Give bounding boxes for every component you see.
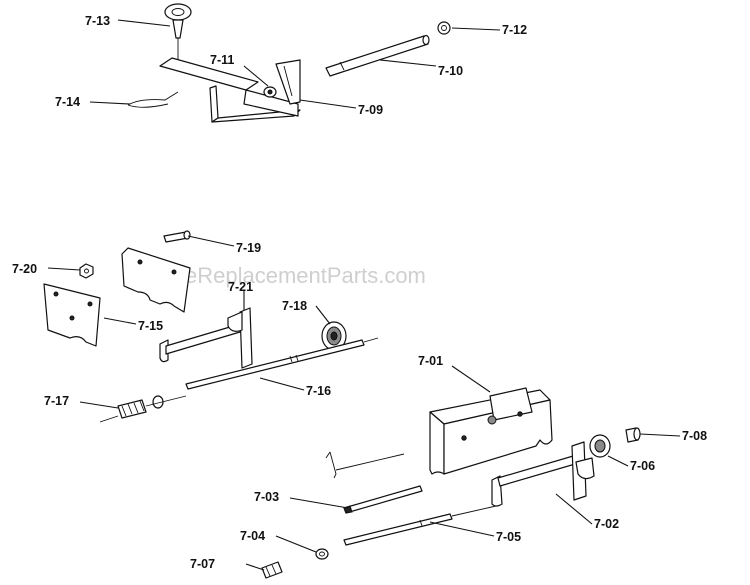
callout-7-16: 7-16 [306, 384, 331, 398]
callout-7-12: 7-12 [502, 23, 527, 37]
callout-7-01: 7-01 [418, 354, 443, 368]
callout-7-09: 7-09 [358, 103, 383, 117]
callout-7-02: 7-02 [594, 517, 619, 531]
part-7-10-shaft [325, 34, 430, 77]
callout-7-18: 7-18 [282, 299, 307, 313]
part-7-14-hairpin-clip [127, 91, 179, 108]
callout-7-20: 7-20 [12, 262, 37, 276]
part-7-09-hitch-bracket [159, 57, 301, 123]
part-7-18-roller [321, 321, 347, 351]
callout-7-14: 7-14 [55, 95, 80, 109]
callout-7-13: 7-13 [85, 14, 110, 28]
part-7-04-washer [315, 548, 329, 560]
part-7-12-washer [437, 21, 451, 35]
callout-7-04: 7-04 [240, 529, 265, 543]
part-7-08-bushing [625, 427, 641, 443]
part-7-03-rod [325, 451, 423, 514]
part-7-02-yoke [491, 441, 595, 507]
callout-7-10: 7-10 [438, 64, 463, 78]
part-7-05-rod [343, 505, 497, 546]
part-7-11-bushing [263, 86, 277, 98]
callout-7-21: 7-21 [228, 280, 253, 294]
part-7-17-spring [99, 395, 187, 423]
callout-7-07: 7-07 [190, 557, 215, 571]
callout-7-03: 7-03 [254, 490, 279, 504]
callout-7-06: 7-06 [630, 459, 655, 473]
callout-7-17: 7-17 [44, 394, 69, 408]
part-7-06-roller [589, 434, 611, 458]
callout-7-11: 7-11 [210, 53, 234, 67]
part-7-13-hitch-pin [164, 3, 192, 70]
part-7-19-bolt [163, 230, 191, 243]
callout-7-15: 7-15 [138, 319, 163, 333]
leader-lines [47, 19, 681, 571]
part-7-15-plate-front [43, 283, 101, 347]
part-7-21-yoke-bracket [159, 307, 253, 369]
part-7-07-spring-pin [261, 561, 283, 579]
part-7-20-nut [79, 263, 94, 279]
part-7-16-rod [185, 337, 379, 390]
watermark-text: eReplacementParts.com [185, 263, 426, 288]
callout-7-19: 7-19 [236, 241, 261, 255]
callout-7-05: 7-05 [496, 530, 521, 544]
callout-7-08: 7-08 [682, 429, 707, 443]
part-7-15-plate-rear [121, 247, 191, 313]
part-7-01-main-bracket [429, 387, 553, 475]
